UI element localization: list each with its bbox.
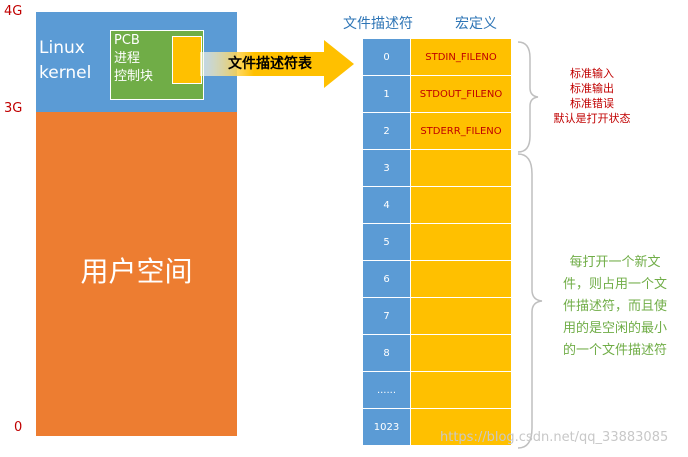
fd-number-cell: 6	[362, 260, 411, 298]
memory-label-0: 0	[14, 420, 23, 435]
kernel-label: Linux kernel	[39, 36, 109, 86]
arrow-label: 文件描述符表	[228, 56, 312, 72]
fd-macro-cell	[410, 371, 512, 409]
fd-macro-cell	[410, 186, 512, 224]
pcb-label-line: PCB	[114, 33, 140, 48]
watermark: https://blog.csdn.net/qq_33883085	[440, 430, 669, 445]
memory-label-3g: 3G	[4, 101, 23, 116]
fd-table-row: 3	[362, 149, 512, 187]
fd-number-cell: 1023	[362, 408, 411, 446]
fd-table-row: ......	[362, 371, 512, 409]
fd-macro-cell	[410, 334, 512, 372]
new-note-line: 的一个文件描述符	[562, 343, 667, 358]
new-fd-note: 每打开一个新文 件，则占用一个文 件描述符，而且使 用的是空闲的最小 的一个文件…	[546, 252, 684, 362]
std-note-line: 标准错误	[570, 97, 614, 110]
fd-number-cell: 0	[362, 38, 411, 76]
fd-number-cell: 1	[362, 75, 411, 113]
fd-macro-cell: STDIN_FILENO	[410, 38, 512, 76]
fd-number-cell: ......	[362, 371, 411, 409]
memory-label-4g: 4G	[4, 4, 23, 19]
fd-number-cell: 5	[362, 223, 411, 261]
std-bracket	[517, 41, 539, 153]
fd-table-row: 1023	[362, 408, 512, 446]
new-note-line: 件，则占用一个文	[562, 277, 667, 292]
pcb-label: PCB 进程 控制块	[114, 32, 174, 86]
fd-table-row: 6	[362, 260, 512, 298]
std-note-line: 标准输入	[570, 67, 614, 80]
fd-number-cell: 7	[362, 297, 411, 335]
user-space-block	[36, 112, 237, 436]
new-note-line: 每打开一个新文	[569, 255, 661, 270]
new-note-line: 用的是空闲的最小	[562, 321, 667, 336]
pcb-label-line: 进程	[114, 51, 141, 66]
fd-number-cell: 3	[362, 149, 411, 187]
kernel-label-line: kernel	[39, 63, 92, 83]
fd-macro-cell: STDERR_FILENO	[410, 112, 512, 150]
fd-number-cell: 2	[362, 112, 411, 150]
macro-column-header: 宏定义	[455, 16, 497, 32]
fd-number-cell: 8	[362, 334, 411, 372]
fd-column-header: 文件描述符	[343, 16, 413, 32]
fd-table-row: 4	[362, 186, 512, 224]
fd-macro-cell	[410, 223, 512, 261]
pcb-fd-table-pointer	[172, 36, 202, 84]
fd-macro-cell	[410, 260, 512, 298]
std-fd-note: 标准输入 标准输出 标准错误 默认是打开状态	[542, 66, 642, 126]
pcb-label-line: 控制块	[114, 69, 154, 84]
std-note-line: 标准输出	[570, 82, 614, 95]
fd-macro-cell	[410, 149, 512, 187]
fd-table-row: 7	[362, 297, 512, 335]
new-note-line: 件描述符，而且使	[562, 299, 667, 314]
free-bracket	[517, 153, 543, 449]
fd-macro-cell	[410, 297, 512, 335]
std-note-line: 默认是打开状态	[553, 112, 631, 125]
fd-number-cell: 4	[362, 186, 411, 224]
fd-macro-cell	[410, 408, 512, 446]
kernel-label-line: Linux	[39, 38, 85, 58]
fd-table-row: 5	[362, 223, 512, 261]
fd-macro-cell: STDOUT_FILENO	[410, 75, 512, 113]
fd-table-row: 8	[362, 334, 512, 372]
arrow-to-fd-table	[200, 40, 354, 88]
user-space-label: 用户空间	[80, 255, 193, 288]
